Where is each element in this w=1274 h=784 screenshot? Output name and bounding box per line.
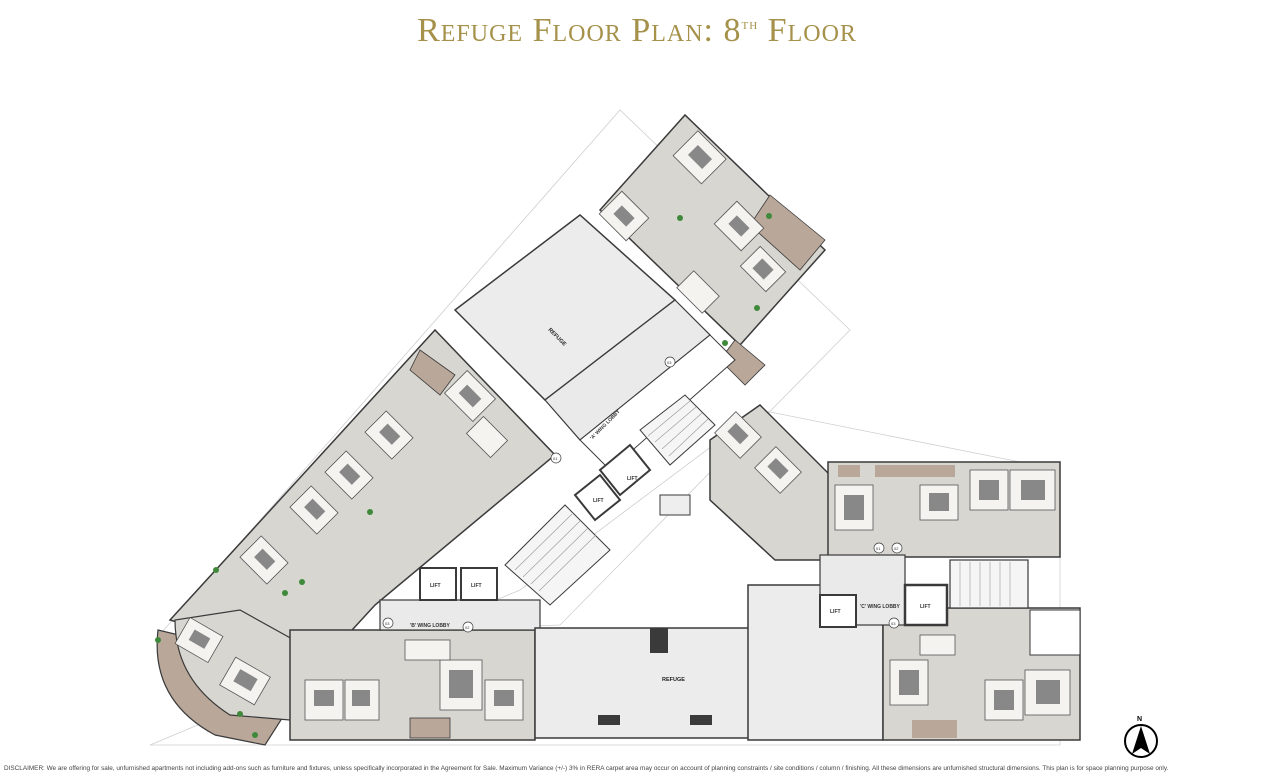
- lift-c1: [819, 594, 857, 628]
- lift-a1: [598, 443, 652, 497]
- lobby-marker-c03: 03: [891, 621, 896, 626]
- lobby-marker-a01: 01: [553, 456, 558, 461]
- lift-c1-label: LIFT: [830, 609, 841, 615]
- a-wing-middle: [709, 404, 831, 561]
- a-wing: [453, 113, 827, 522]
- refuge-bottom-label: REFUGE: [662, 677, 685, 683]
- page-title: Refuge Floor Plan: 8th Floor: [417, 12, 857, 49]
- lift-a1-label: LIFT: [627, 476, 638, 482]
- refuge-area-bottom: [534, 627, 751, 739]
- c-wing: [819, 461, 1081, 741]
- staircase-a: [639, 394, 716, 466]
- b-wing: [156, 328, 611, 746]
- lift-b2-label: LIFT: [471, 583, 482, 589]
- lobby-marker-b02: 02: [465, 625, 470, 630]
- lift-c2: [903, 583, 949, 627]
- trees: [155, 213, 772, 738]
- lift-c2-label: LIFT: [920, 604, 931, 610]
- north-arrow-icon: N: [1124, 716, 1158, 758]
- lobby-marker-c02: 02: [894, 546, 899, 551]
- svg-text:N: N: [1137, 716, 1142, 723]
- lift-b2: [460, 567, 498, 601]
- dining-a1: [676, 270, 720, 314]
- b-wing-lobby: [379, 599, 541, 631]
- disclaimer-text: DISCLAIMER: We are offering for sale, un…: [4, 765, 1169, 772]
- duct-a: [659, 494, 691, 516]
- lobby-marker-c01: 01: [876, 546, 881, 551]
- lobby-marker-b03: 03: [385, 621, 390, 626]
- lift-b1: [419, 567, 457, 601]
- b-wing-lobby-label: 'B' WING LOBBY: [410, 623, 451, 629]
- refuge-bottom: [534, 584, 884, 741]
- lift-b1-label: LIFT: [430, 583, 441, 589]
- c-wing-lobby-label: 'C' WING LOBBY: [860, 604, 901, 610]
- lobby-marker-a03: 03: [667, 360, 672, 365]
- lift-a2-label: LIFT: [593, 498, 604, 504]
- lift-a2: [573, 473, 622, 522]
